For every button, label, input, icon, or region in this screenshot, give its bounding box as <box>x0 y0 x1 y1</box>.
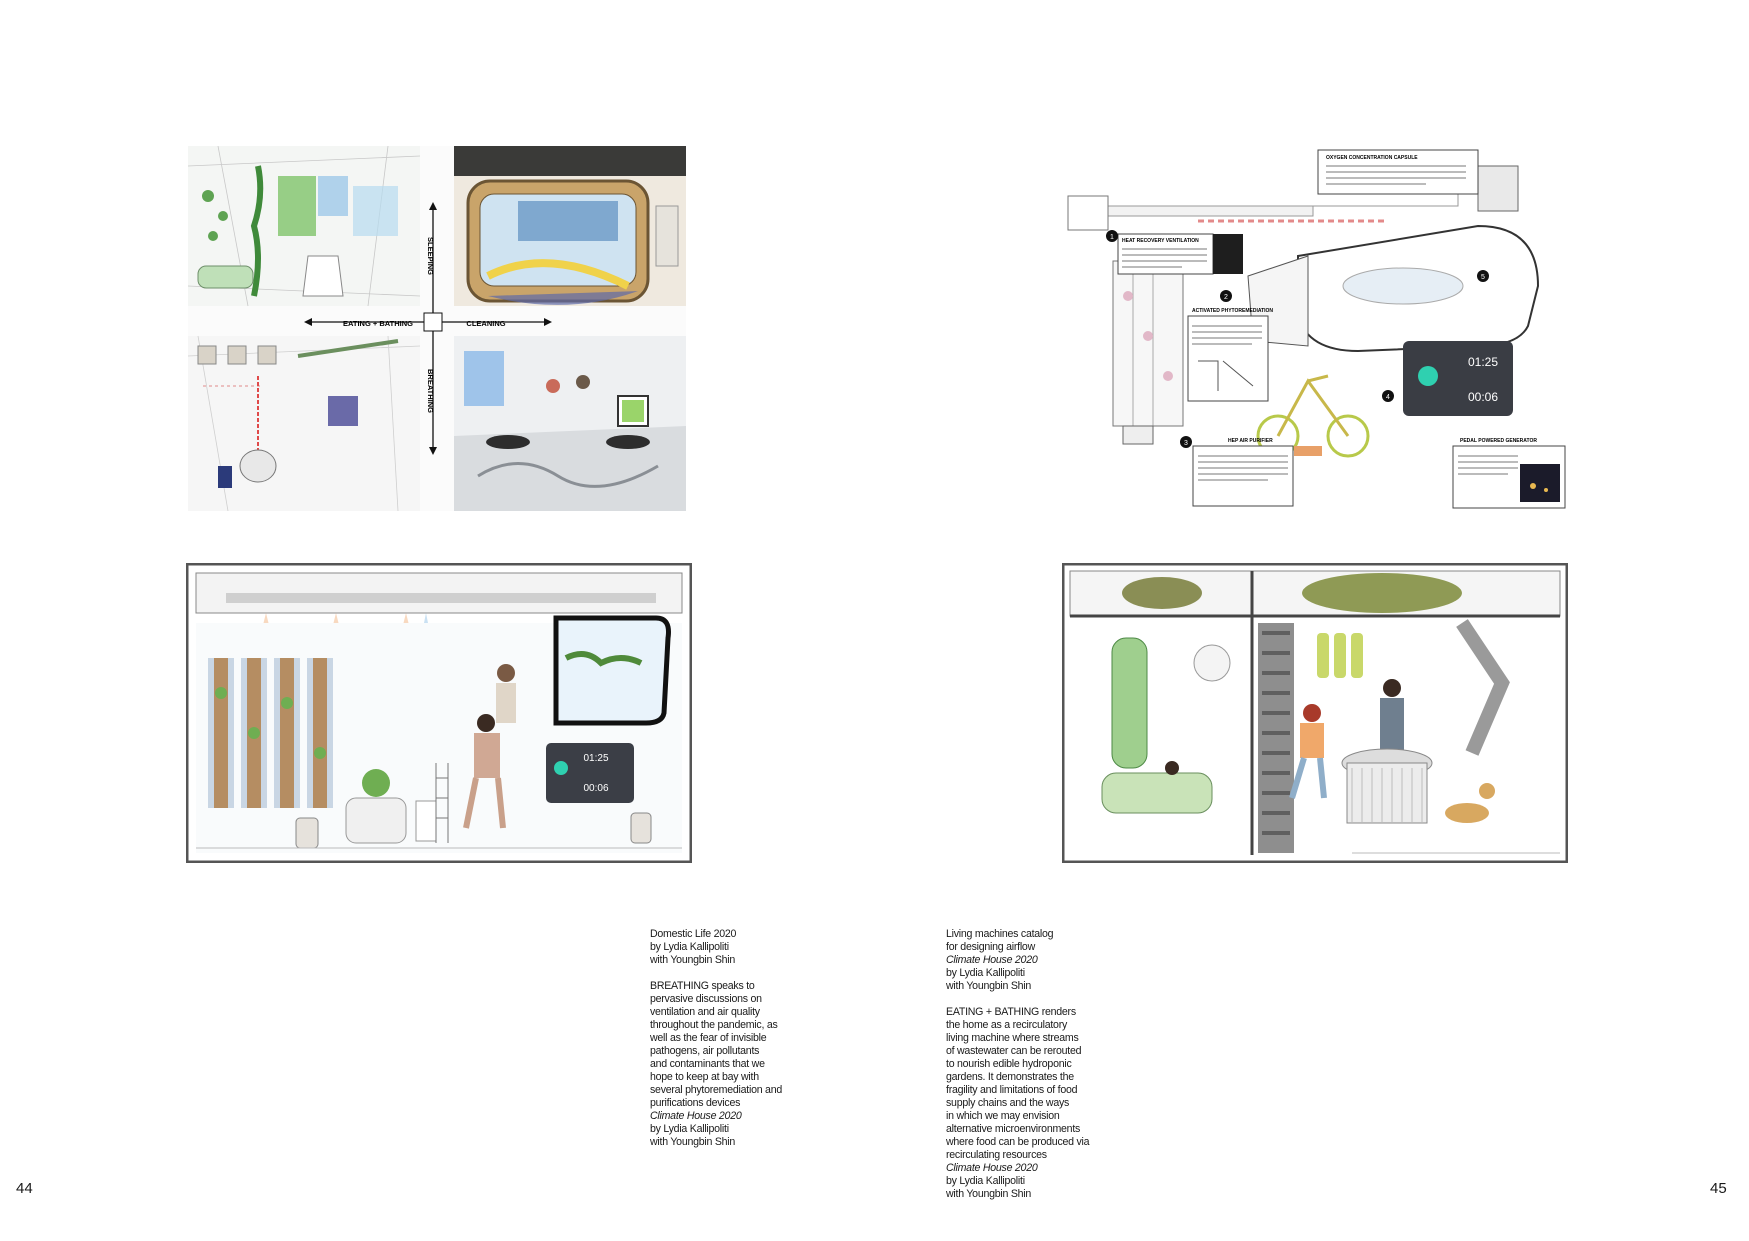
marker-1: 1 <box>1110 234 1114 241</box>
cleaning-scene <box>454 336 686 511</box>
caption-left-line: Domestic Life 2020 <box>650 928 737 940</box>
caption-right: Living machines catalog for designing ai… <box>946 928 1131 1201</box>
breathing-section-drawing: 01:25 00:06 <box>186 563 692 863</box>
caption-left-body-line: pervasive discussions on <box>650 993 762 1005</box>
caption-left-body-line: ventilation and air quality <box>650 1006 760 1018</box>
caption-left-body-line: purifications devices <box>650 1097 741 1109</box>
page-number-left: 44 <box>16 1180 33 1197</box>
label-sleeping: SLEEPING <box>426 237 435 275</box>
caption-right-body-line: EATING + BATHING renders <box>946 1006 1076 1018</box>
caption-right-line: for designing airflow <box>946 941 1035 953</box>
ventilation-diagram-drawing: 01:25 00:06 OXYGEN CONCENTRATION CAPSULE… <box>1067 149 1566 509</box>
callout-phytoremediation: ACTIVATED PHYTOREMEDIATION <box>1187 308 1273 402</box>
marker-2: 2 <box>1224 294 1228 301</box>
ventilation-machine-diagram: 01:25 00:06 OXYGEN CONCENTRATION CAPSULE… <box>1058 146 1568 516</box>
caption-left-credit-line: with Youngbin Shin <box>650 1136 736 1148</box>
caption-left-body-line: hope to keep at bay with <box>650 1071 759 1083</box>
breathing-timer-screen: 01:25 00:06 <box>546 743 634 803</box>
eating-bathing-drawing <box>1062 563 1568 863</box>
page-number-right: 45 <box>1710 1180 1727 1197</box>
callout-hep-title: HEP AIR PURIFIER <box>1228 438 1273 444</box>
callout-heat-recovery: HEAT RECOVERY VENTILATION <box>1117 233 1243 275</box>
callout-heat-recovery-title: HEAT RECOVERY VENTILATION <box>1122 238 1199 244</box>
caption-right-credit-line: with Youngbin Shin <box>946 1188 1032 1200</box>
timer-bottom-value: 00:06 <box>1468 390 1498 404</box>
caption-left: Domestic Life 2020 by Lydia Kallipoliti … <box>650 928 820 1149</box>
callout-hep-purifier: HEP AIR PURIFIER <box>1192 438 1294 507</box>
callout-phytoremediation-title: ACTIVATED PHYTOREMEDIATION <box>1192 308 1273 314</box>
matrix-illustration: SLEEPING EATING + BATHING CLEANING BREAT… <box>188 146 686 511</box>
caption-right-credit-title: Climate House 2020 <box>946 954 1038 966</box>
callout-pedal-title: PEDAL POWERED GENERATOR <box>1460 438 1537 444</box>
bathing-scene <box>188 146 421 307</box>
caption-left-body-line: BREATHING speaks to <box>650 980 755 992</box>
domestic-life-matrix-figure: SLEEPING EATING + BATHING CLEANING BREAT… <box>188 146 686 511</box>
matrix-axes <box>304 202 552 455</box>
caption-right-body-line: where food can be produced via <box>946 1136 1090 1148</box>
caption-right-line: Living machines catalog <box>946 928 1054 940</box>
caption-right-body-line: in which we may envision <box>946 1110 1060 1122</box>
label-breathing: BREATHING <box>426 369 435 413</box>
timer-screen: 01:25 00:06 <box>1403 341 1513 416</box>
timer-top-value: 01:25 <box>1468 355 1498 369</box>
diagram-markers: 1 2 3 4 5 <box>1106 230 1489 448</box>
label-eating-bathing: EATING + BATHING <box>343 319 413 328</box>
callout-oxygen-title: OXYGEN CONCENTRATION CAPSULE <box>1326 155 1418 161</box>
caption-left-body-line: and contaminants that we <box>650 1058 765 1070</box>
eating-bathing-section-figure <box>1062 563 1568 863</box>
caption-right-body-line: recirculating resources <box>946 1149 1047 1161</box>
callout-oxygen: OXYGEN CONCENTRATION CAPSULE <box>1317 149 1479 195</box>
caption-left-credit-line: by Lydia Kallipoliti <box>650 1123 729 1135</box>
marker-3: 3 <box>1184 440 1188 447</box>
breathing-timer-top: 01:25 <box>583 753 608 764</box>
caption-right-body-line: living machine where streams <box>946 1032 1079 1044</box>
caption-right-body-line: supply chains and the ways <box>946 1097 1070 1109</box>
marker-5: 5 <box>1481 274 1485 281</box>
caption-left-credit-title: Climate House 2020 <box>650 1110 742 1122</box>
caption-left-body-line: well as the fear of invisible <box>650 1032 767 1044</box>
callout-pedal-generator: PEDAL POWERED GENERATOR <box>1452 438 1566 509</box>
caption-left-body-line: throughout the pandemic, as <box>650 1019 778 1031</box>
breathing-section-figure: 01:25 00:06 <box>186 563 692 863</box>
breathing-timer-bottom: 00:06 <box>583 783 608 794</box>
caption-right-credit-title: Climate House 2020 <box>946 1162 1038 1174</box>
caption-right-body-line: alternative microenvironments <box>946 1123 1081 1135</box>
caption-left-body-line: pathogens, air pollutants <box>650 1045 760 1057</box>
caption-right-body-line: fragility and limitations of food <box>946 1084 1078 1096</box>
caption-right-body-line: the home as a recirculatory <box>946 1019 1068 1031</box>
caption-right-credit-line: by Lydia Kallipoliti <box>946 967 1025 979</box>
sleeping-capsule-scene <box>454 146 686 306</box>
label-cleaning: CLEANING <box>466 319 505 328</box>
caption-left-line: with Youngbin Shin <box>650 954 736 966</box>
marker-4: 4 <box>1386 394 1390 401</box>
pedal-generator-drawing <box>1256 374 1370 458</box>
caption-right-body-line: gardens. It demonstrates the <box>946 1071 1074 1083</box>
caption-right-body-line: to nourish edible hydroponic <box>946 1058 1072 1070</box>
caption-left-line: by Lydia Kallipoliti <box>650 941 729 953</box>
breathing-scene <box>188 335 421 511</box>
caption-left-body-line: several phytoremediation and <box>650 1084 782 1096</box>
caption-right-credit-line: with Youngbin Shin <box>946 980 1032 992</box>
caption-right-credit-line: by Lydia Kallipoliti <box>946 1175 1025 1187</box>
caption-right-body-line: of wastewater can be rerouted <box>946 1045 1082 1057</box>
